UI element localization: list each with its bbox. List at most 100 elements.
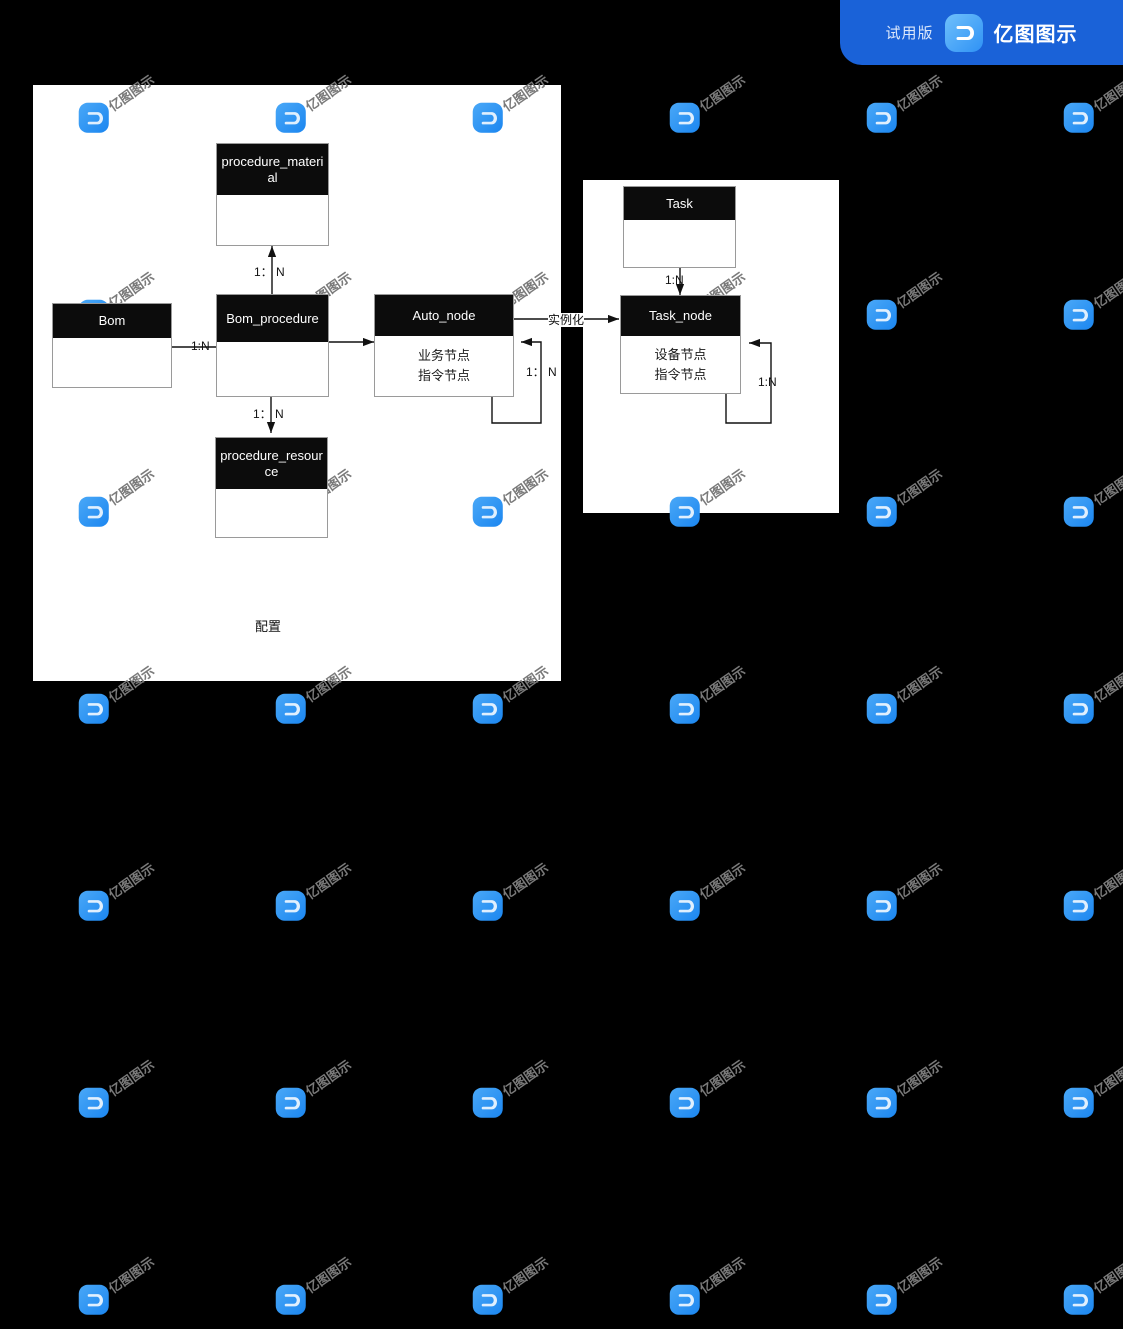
entity-bom[interactable]: Bom	[52, 303, 172, 388]
watermark: 亿图图示	[464, 85, 561, 143]
watermark-text: 亿图图示	[1090, 859, 1123, 902]
watermark-text: 亿图图示	[893, 465, 945, 508]
diagram-title-label: 配置	[255, 619, 282, 634]
watermark: 亿图图示	[661, 43, 779, 142]
edraw-watermark-logo-icon	[1063, 693, 1094, 724]
edge-label-auto-node-self-loop: 1： N	[526, 365, 557, 379]
entity-auto-node[interactable]: Auto_node 业务节点 指令节点	[374, 294, 514, 397]
watermark: 亿图图示	[464, 437, 561, 536]
entity-body-procedure-resource	[216, 489, 327, 537]
edraw-watermark-logo-icon	[472, 102, 503, 133]
edraw-watermark-logo-icon	[1063, 102, 1094, 133]
edraw-watermark-logo-icon	[1063, 1284, 1094, 1315]
watermark: 亿图图示	[1055, 1028, 1123, 1127]
watermark: 亿图图示	[464, 634, 561, 681]
entity-header-bom: Bom	[53, 304, 171, 338]
edraw-watermark-logo-icon	[1063, 890, 1094, 921]
edraw-watermark-logo-icon	[866, 299, 897, 330]
entity-body-bom	[53, 338, 171, 387]
edraw-watermark-logo-icon	[78, 102, 109, 133]
entity-body-task-node: 设备节点 指令节点	[621, 336, 740, 393]
entity-task-node[interactable]: Task_node 设备节点 指令节点	[620, 295, 741, 394]
entity-procedure-material[interactable]: procedure_material	[216, 143, 329, 246]
edraw-watermark-logo-icon	[78, 1284, 109, 1315]
watermark: 亿图图示	[1055, 240, 1123, 339]
watermark-text: 亿图图示	[499, 1056, 551, 1099]
entity-bom-procedure[interactable]: Bom_procedure	[216, 294, 329, 397]
watermark-text: 亿图图示	[105, 85, 157, 114]
watermark: 亿图图示	[267, 831, 385, 930]
watermark: 亿图图示	[267, 1225, 385, 1324]
watermark-text: 亿图图示	[893, 1056, 945, 1099]
edraw-watermark-logo-icon	[275, 1284, 306, 1315]
entity-header-auto-node: Auto_node	[375, 295, 513, 336]
entity-body-auto-node: 业务节点 指令节点	[375, 336, 513, 396]
watermark-text: 亿图图示	[1090, 1056, 1123, 1099]
entity-header-task-node: Task_node	[621, 296, 740, 336]
entity-procedure-resource[interactable]: procedure_resource	[215, 437, 328, 538]
entity-header-procedure-material: procedure_material	[217, 144, 328, 195]
entity-body-bom-procedure	[217, 342, 328, 396]
watermark-text: 亿图图示	[499, 85, 551, 114]
watermark: 亿图图示	[267, 1028, 385, 1127]
watermark-text: 亿图图示	[302, 85, 354, 114]
trial-label: 试用版	[885, 25, 934, 42]
watermark: 亿图图示	[661, 1028, 779, 1127]
edraw-watermark-logo-icon	[866, 102, 897, 133]
watermark-text: 亿图图示	[893, 662, 945, 705]
watermark: 亿图图示	[70, 85, 188, 143]
watermark: 亿图图示	[70, 831, 188, 930]
edraw-watermark-logo-icon	[1063, 496, 1094, 527]
entity-header-task: Task	[624, 187, 735, 220]
watermark-text: 亿图图示	[696, 1253, 748, 1296]
watermark-text: 亿图图示	[893, 268, 945, 311]
watermark-text: 亿图图示	[696, 859, 748, 902]
edge-label-auto-node-to-task-node: 实例化	[548, 313, 585, 327]
watermark: 亿图图示	[267, 85, 385, 143]
watermark-text: 亿图图示	[1090, 662, 1123, 705]
watermark: 亿图图示	[858, 240, 976, 339]
watermark-text: 亿图图示	[105, 1056, 157, 1099]
entity-header-procedure-resource: procedure_resource	[216, 438, 327, 489]
watermark-text: 亿图图示	[696, 465, 748, 508]
edraw-watermark-logo-icon	[472, 1087, 503, 1118]
edraw-watermark-logo-icon	[866, 1284, 897, 1315]
edge-label-task-to-task-node: 1:N	[665, 273, 684, 287]
watermark: 亿图图示	[1055, 831, 1123, 930]
edraw-watermark-logo-icon	[275, 102, 306, 133]
watermark-text: 亿图图示	[301, 660, 355, 681]
edraw-watermark-logo-icon	[669, 693, 700, 724]
edraw-watermark-logo-icon	[472, 1284, 503, 1315]
entity-task[interactable]: Task	[623, 186, 736, 268]
watermark: 亿图图示	[858, 437, 976, 536]
edraw-watermark-logo-icon	[866, 693, 897, 724]
watermark-text: 亿图图示	[696, 662, 748, 705]
watermark-text: 亿图图示	[1090, 71, 1123, 114]
watermark: 亿图图示	[858, 634, 976, 733]
edraw-watermark-logo-icon	[669, 1284, 700, 1315]
edraw-watermark-logo-icon	[866, 1087, 897, 1118]
edraw-logo-icon	[944, 13, 983, 52]
watermark-text: 亿图图示	[499, 859, 551, 902]
edraw-watermark-logo-icon	[669, 890, 700, 921]
edge-label-task-node-self-loop: 1:N	[758, 375, 777, 389]
watermark-text: 亿图图示	[499, 465, 551, 508]
watermark-text: 亿图图示	[1090, 1253, 1123, 1296]
watermark-text: 亿图图示	[1090, 465, 1123, 508]
edraw-watermark-logo-icon	[275, 890, 306, 921]
watermark: 亿图图示	[464, 1028, 582, 1127]
edge-label-bom-procedure-to-procedure-resource: 1： N	[253, 407, 284, 421]
watermark-text: 亿图图示	[104, 660, 158, 681]
trial-badge[interactable]: 试用版 亿图图示	[840, 0, 1123, 65]
watermark-text: 亿图图示	[499, 1253, 551, 1296]
watermark-text: 亿图图示	[696, 1056, 748, 1099]
edraw-watermark-logo-icon	[1063, 1087, 1094, 1118]
watermark-text: 亿图图示	[302, 1253, 354, 1296]
watermark-text: 亿图图示	[302, 1056, 354, 1099]
watermark: 亿图图示	[70, 1225, 188, 1324]
edraw-watermark-logo-icon	[866, 496, 897, 527]
edraw-watermark-logo-icon	[669, 496, 700, 513]
edraw-watermark-logo-icon	[669, 102, 700, 133]
watermark: 亿图图示	[661, 634, 779, 733]
watermark-text: 亿图图示	[105, 859, 157, 902]
